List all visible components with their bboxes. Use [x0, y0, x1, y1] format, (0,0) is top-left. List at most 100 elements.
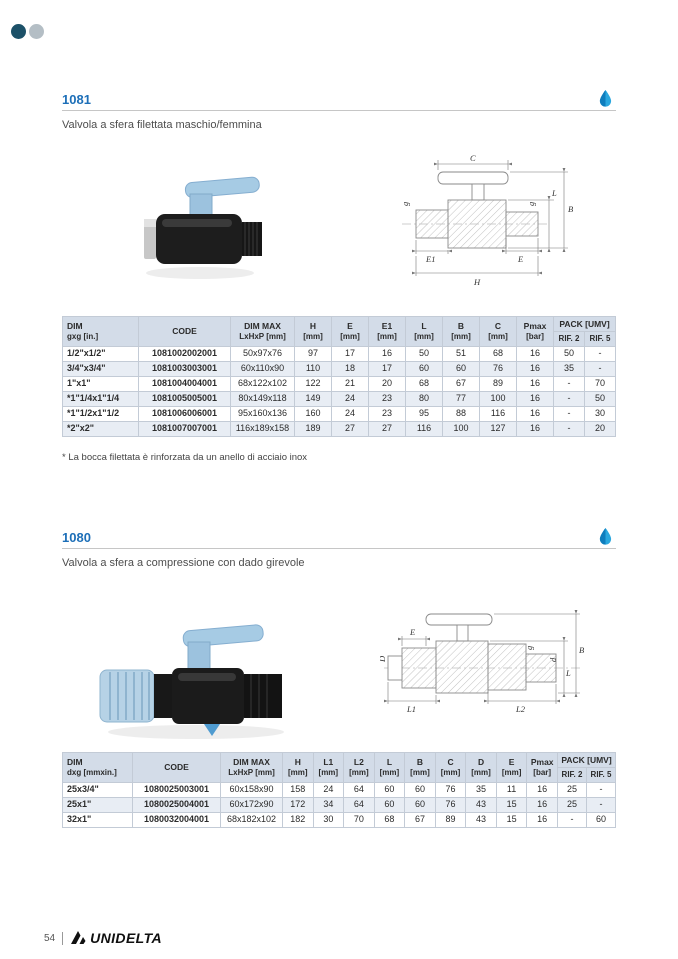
table-cell: 1081002002001	[138, 346, 231, 362]
column-header: CODE	[132, 752, 221, 783]
column-header-pack: PACK [UMV]	[553, 316, 616, 332]
table-cell: 16	[516, 361, 554, 377]
dim-label: E1	[425, 254, 435, 264]
column-header: C[mm]	[479, 316, 517, 347]
table-cell: 16	[526, 782, 558, 798]
water-drop-icon	[599, 89, 612, 112]
column-header: E1[mm]	[368, 316, 406, 347]
table-cell: 149	[294, 391, 332, 407]
dim-label: C	[470, 153, 476, 163]
section-description-1080: Valvola a sfera a compressione con dado …	[62, 557, 305, 569]
table-cell: 24	[331, 391, 369, 407]
column-header: E[mm]	[495, 752, 528, 783]
table-cell: 27	[368, 421, 406, 437]
column-header: E[mm]	[331, 316, 369, 347]
table-cell: 68x122x102	[230, 376, 295, 392]
table-cell: 25x3/4"	[62, 782, 133, 798]
product-photo-1081	[128, 156, 278, 291]
table-cell: 32x1"	[62, 812, 133, 828]
dim-label: L2	[515, 704, 526, 714]
column-header-pack: PACK [UMV]	[557, 752, 616, 768]
table-cell: 89	[479, 376, 517, 392]
table-cell: 25	[557, 782, 587, 798]
table-cell: 1"x1"	[62, 376, 139, 392]
table-cell: 16	[516, 376, 554, 392]
dim-label: E	[517, 254, 524, 264]
table-cell: 23	[368, 391, 406, 407]
table-cell: 76	[434, 782, 467, 798]
table-cell: 60	[586, 812, 616, 828]
table-cell: *2"x2"	[62, 421, 139, 437]
table-cell: -	[553, 376, 585, 392]
column-subheader: RIF. 2	[553, 331, 585, 347]
table-cell: 68x182x102	[220, 812, 283, 828]
table-cell: 64	[343, 782, 375, 798]
table-cell: 60	[404, 782, 436, 798]
dim-label: g	[524, 646, 534, 650]
dim-label: L	[551, 188, 557, 198]
table-cell: 189	[294, 421, 332, 437]
dim-label: d	[548, 657, 558, 662]
table-cell: 21	[331, 376, 369, 392]
section-code-1080: 1080	[62, 530, 91, 545]
column-header: B[mm]	[404, 752, 436, 783]
table-cell: 16	[368, 346, 406, 362]
table-cell: 1080025004001	[132, 797, 221, 813]
dim-label: L1	[406, 704, 416, 714]
table-cell: 68	[405, 376, 443, 392]
table-cell: 76	[434, 797, 467, 813]
table-cell: *1"1/2x1"1/2	[62, 406, 139, 422]
table-cell: 25	[557, 797, 587, 813]
table-cell: 100	[479, 391, 517, 407]
table-cell: 64	[343, 797, 375, 813]
table-cell: 80x149x118	[230, 391, 295, 407]
column-header: L1[mm]	[312, 752, 345, 783]
column-header: Pmax[bar]	[526, 752, 558, 783]
table-cell: -	[584, 346, 616, 362]
footer-divider	[62, 931, 64, 945]
dim-label: g	[526, 202, 536, 206]
table-cell: -	[553, 406, 585, 422]
dim-label: g	[400, 202, 410, 206]
table-cell: 116	[405, 421, 443, 437]
table-cell: 60	[405, 361, 443, 377]
table-cell: 68	[479, 346, 517, 362]
column-header: L[mm]	[405, 316, 443, 347]
column-subheader: RIF. 2	[557, 767, 587, 783]
column-subheader: RIF. 5	[584, 331, 616, 347]
table-cell: 97	[294, 346, 332, 362]
table-cell: 70	[343, 812, 375, 828]
unidelta-logo-text: UNIDELTA	[90, 930, 163, 946]
water-drop-icon	[599, 527, 612, 550]
table-cell: 16	[516, 391, 554, 407]
table-cell: -	[553, 391, 585, 407]
table-cell: 1081003003001	[138, 361, 231, 377]
table-cell: 50x97x76	[230, 346, 295, 362]
table-cell: 122	[294, 376, 332, 392]
table-cell: 16	[516, 406, 554, 422]
column-header: L[mm]	[373, 752, 406, 783]
table-cell: 34	[312, 797, 345, 813]
table-cell: 182	[282, 812, 314, 828]
column-header: H[mm]	[294, 316, 332, 347]
corner-circle-dark	[11, 24, 26, 39]
table-cell: 158	[282, 782, 314, 798]
table-cell: 20	[368, 376, 406, 392]
table-cell: 110	[294, 361, 332, 377]
table-cell: 172	[282, 797, 314, 813]
table-cell: -	[557, 812, 587, 828]
table-cell: 16	[516, 421, 554, 437]
table-cell: 88	[442, 406, 480, 422]
unidelta-logo-mark	[71, 931, 86, 944]
table-cell: 16	[526, 797, 558, 813]
table-cell: 1081007007001	[138, 421, 231, 437]
table-cell: 43	[465, 812, 497, 828]
